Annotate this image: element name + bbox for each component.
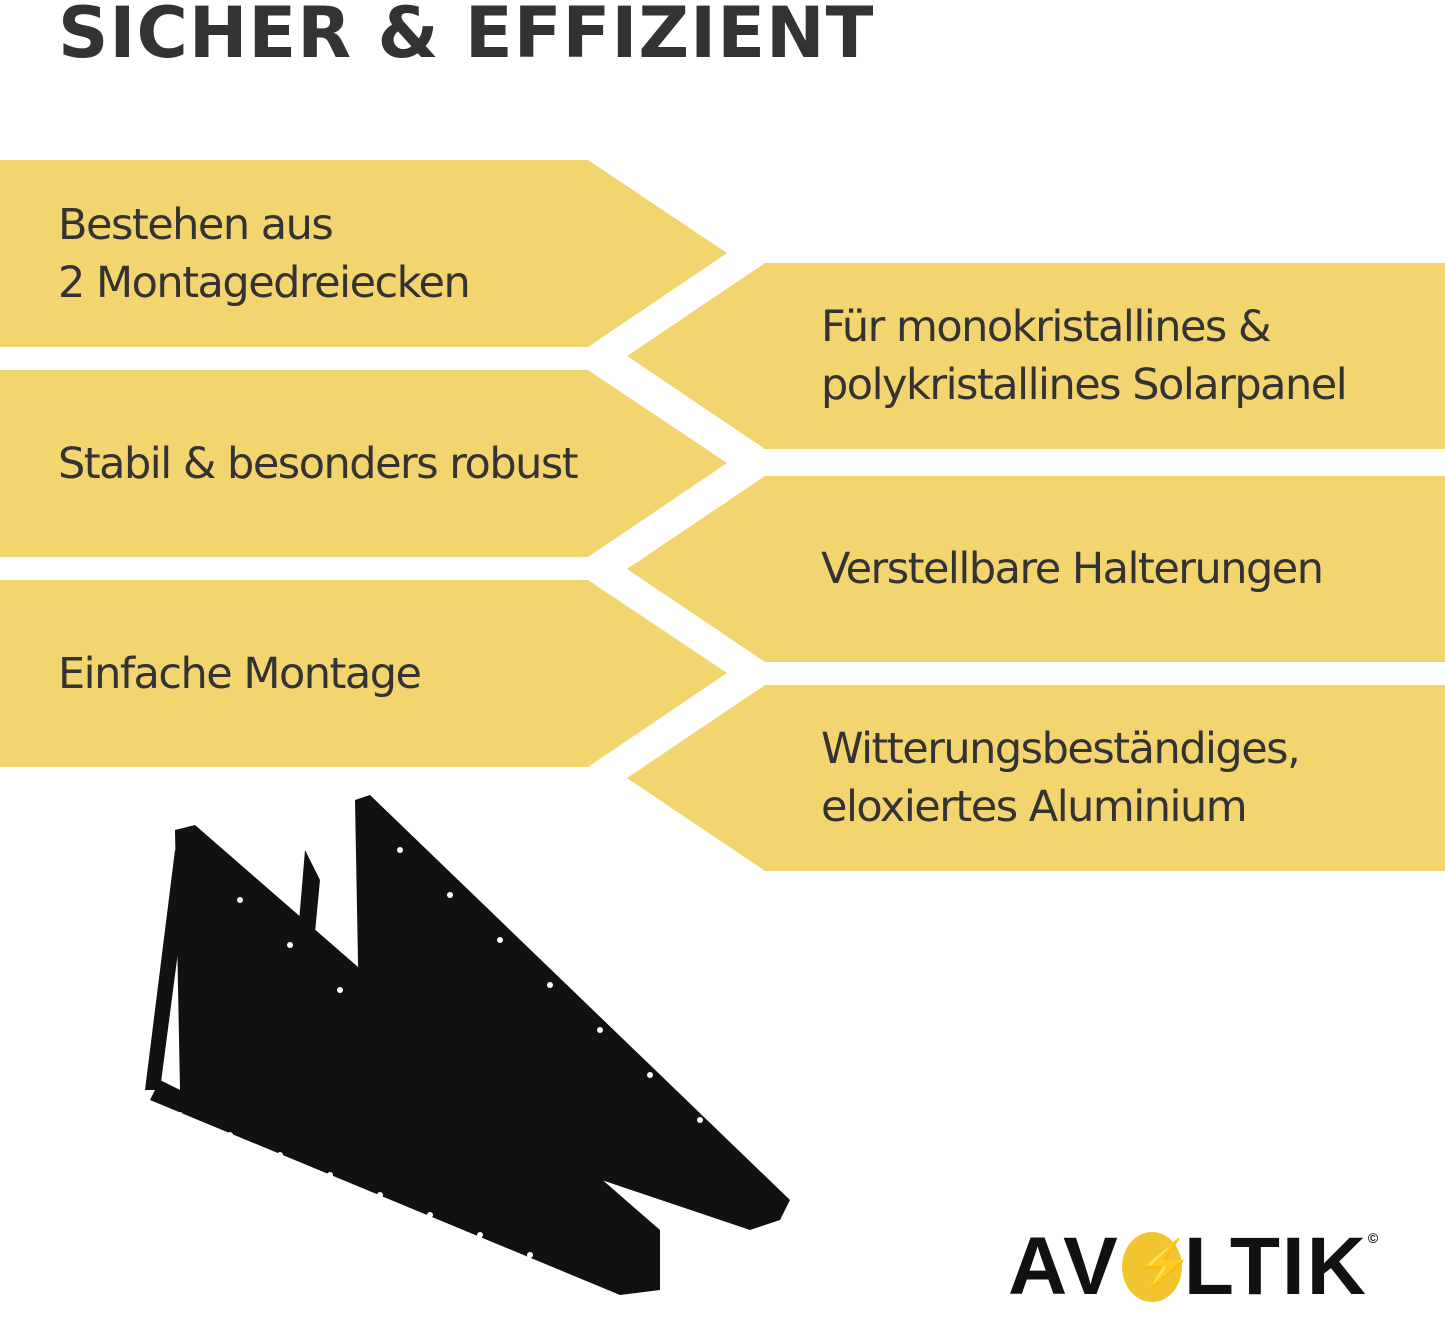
- avoltik-logo: AV LTIK ©: [1008, 1220, 1380, 1314]
- feature-text: Für monokristallines &: [821, 302, 1272, 352]
- feature-arrow-aluminium: Witterungsbeständiges, eloxiertes Alumini…: [627, 685, 1445, 871]
- feature-arrow-robust: Stabil & besonders robust: [0, 370, 727, 557]
- feature-arrow-adjustable: Verstellbare Halterungen: [627, 476, 1445, 662]
- feature-text: eloxiertes Aluminium: [821, 782, 1248, 832]
- page-title: SICHER & EFFIZIENT: [58, 0, 875, 74]
- logo-text: AV: [1008, 1221, 1120, 1312]
- feature-text: Stabil & besonders robust: [58, 438, 579, 489]
- feature-text: Witterungsbeständiges,: [821, 724, 1301, 774]
- feature-text: Verstellbare Halterungen: [821, 544, 1324, 594]
- lightning-bolt-icon: [1121, 1232, 1196, 1302]
- feature-arrow-panel-types: Für monokristallines & polykristallines S…: [627, 263, 1445, 449]
- feature-arrow-two-triangles: Bestehen aus 2 Montagedreiecken: [0, 160, 727, 347]
- feature-text: Bestehen aus: [58, 199, 334, 250]
- mounting-bracket-image: [145, 795, 790, 1295]
- feature-text: 2 Montagedreiecken: [58, 257, 471, 308]
- feature-arrow-easy-mount: Einfache Montage: [0, 580, 727, 767]
- feature-text: Einfache Montage: [58, 648, 422, 699]
- copyright-mark: ©: [1367, 1230, 1381, 1246]
- logo-text: LTIK: [1183, 1221, 1368, 1312]
- feature-text: polykristallines Solarpanel: [821, 360, 1348, 410]
